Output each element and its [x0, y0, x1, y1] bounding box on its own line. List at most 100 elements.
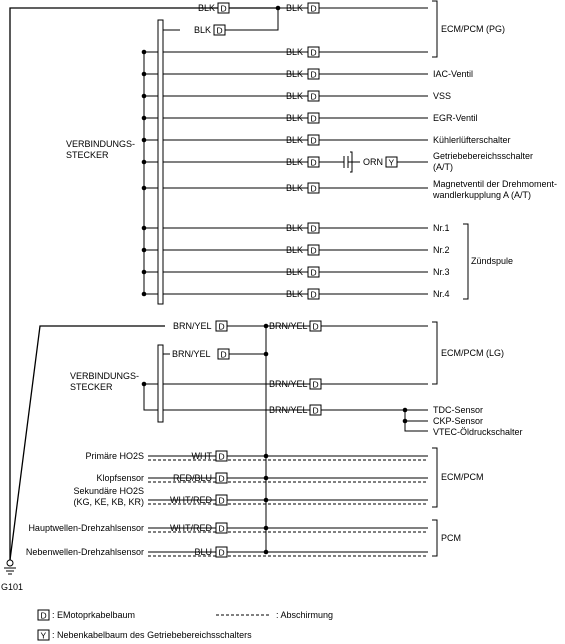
device-label: IAC-Ventil	[433, 69, 473, 79]
harness-code: D	[313, 380, 319, 390]
wire-label: BLK	[286, 289, 303, 299]
harness-code: D	[219, 322, 225, 332]
sensor-label: (KG, KE, KB, KR)	[73, 497, 144, 507]
harness-code: D	[221, 4, 227, 14]
legend-code: D	[41, 611, 47, 621]
harness-code: D	[219, 474, 225, 484]
wire-label: BLK	[286, 47, 303, 57]
wire-label: BLK	[286, 113, 303, 123]
device-label: Nr.4	[433, 289, 450, 299]
device-label: Getriebebereichsschalter	[433, 151, 533, 161]
harness-code: D	[313, 322, 319, 332]
orn-wire-label: ORN	[363, 157, 383, 167]
connector-label: STECKER	[66, 150, 109, 160]
harness-code: D	[217, 26, 223, 36]
wire-label: BLK	[286, 157, 303, 167]
trans-range-switch-row: ORN Y Getriebebereichsschalter(A/T)	[322, 151, 533, 173]
harness-code: D	[311, 184, 317, 194]
legend-y-text: : Nebenkabelbaum des Getriebebereichssch…	[52, 630, 252, 640]
shielded-rows: Primäre HO2S WHT D Klopfsensor RED/BLU D Sekun…	[26, 450, 428, 558]
blk-row: BLK D	[141, 90, 428, 102]
blk-row: BLK D	[141, 222, 428, 234]
sensor-label: CKP-Sensor	[433, 416, 483, 426]
wire-label: BLK	[194, 25, 211, 35]
connector-label: VERBINDUNGS-	[66, 139, 135, 149]
harness-code: D	[311, 158, 317, 168]
shielded-row: Klopfsensor RED/BLU D	[96, 472, 428, 484]
blk-row: BLK D	[141, 182, 428, 194]
ecm-lg-label: ECM/PCM (LG)	[441, 348, 504, 358]
coil-group-label: Zündspule	[471, 256, 513, 266]
sensor-label: VTEC-Öldruckschalter	[433, 427, 523, 437]
harness-code: D	[311, 48, 317, 58]
ground-wire-middle	[9, 325, 165, 561]
pcm-group-label: PCM	[441, 533, 461, 543]
sensor-label: Nebenwellen-Drehzahlsensor	[26, 547, 144, 557]
sensor-label: Sekundäre HO2S	[73, 486, 144, 496]
harness-code: Y	[389, 158, 395, 168]
blk-row: BLK D	[141, 244, 428, 256]
wire-label: BLK	[286, 267, 303, 277]
device-label: wandlerkupplung A (A/T)	[432, 190, 531, 200]
shield-wire-label: BLU	[194, 547, 212, 557]
legend-code: Y	[41, 631, 47, 641]
harness-code: D	[219, 452, 225, 462]
wire-label: BLK	[286, 245, 303, 255]
blk-row: BLK D	[141, 134, 428, 146]
device-label: Nr.2	[433, 245, 450, 255]
wire-label: BLK	[286, 135, 303, 145]
wire-label: BRN/YEL	[269, 321, 308, 331]
harness-code: D	[311, 70, 317, 80]
wire-label: BLK	[198, 3, 215, 13]
wire-label: BLK	[286, 3, 303, 13]
device-label: Kühlerlüfterschalter	[433, 135, 511, 145]
blk-row: BLK D	[141, 112, 428, 124]
ecm-group-label: ECM/PCM	[441, 472, 484, 482]
harness-code: D	[219, 524, 225, 534]
harness-code: D	[311, 4, 317, 14]
connector-label: STECKER	[70, 382, 113, 392]
device-label: Nr.1	[433, 223, 450, 233]
harness-code: D	[311, 114, 317, 124]
harness-code: D	[311, 224, 317, 234]
device-label: VSS	[433, 91, 451, 101]
device-label: (A/T)	[433, 162, 453, 172]
device-label: Nr.3	[433, 267, 450, 277]
shield-wire-label: WHT/RED	[170, 495, 212, 505]
harness-code: D	[311, 92, 317, 102]
wire-label: BRN/YEL	[172, 349, 211, 359]
ecm-pg-label: ECM/PCM (PG)	[441, 24, 505, 34]
sensor-label: TDC-Sensor	[433, 405, 483, 415]
harness-code: D	[311, 246, 317, 256]
shield-brackets: ECM/PCM PCM	[432, 447, 484, 557]
legend: D : EMotoprkabelbaum : Abschirmung Y : N…	[37, 609, 333, 641]
ground-symbol: G101	[1, 559, 23, 592]
wire-label: BLK	[286, 183, 303, 193]
wire-label: BRN/YEL	[173, 321, 212, 331]
shielded-row: Hauptwellen-Drehzahlsensor WHT/RED D	[28, 522, 428, 534]
shield-wire-label: WHT	[192, 451, 213, 461]
sensor-label: Hauptwellen-Drehzahlsensor	[28, 523, 144, 533]
wire-label: BLK	[286, 223, 303, 233]
blk-row: BLK D	[141, 156, 322, 168]
ground-wire-top	[9, 7, 278, 560]
wire-label: BRN/YEL	[269, 405, 308, 415]
harness-code: D	[311, 136, 317, 146]
device-label: EGR-Ventil	[433, 113, 478, 123]
blk-section: BLK D BLK D BLK D VERBINDUNGS- STECKER E…	[9, 0, 513, 560]
wire-label: BLK	[286, 91, 303, 101]
shield-wire-label: WHT/RED	[170, 523, 212, 533]
sensor-label: Primäre HO2S	[85, 451, 144, 461]
shielded-row: Primäre HO2S WHT D	[85, 450, 428, 462]
sensor-label: Klopfsensor	[96, 473, 144, 483]
legend-shield-text: : Abschirmung	[276, 610, 333, 620]
shield-wire-label: RED/BLU	[173, 473, 212, 483]
device-label: Magnetventil der Drehmoment-	[433, 179, 557, 189]
ground-label: G101	[1, 582, 23, 592]
